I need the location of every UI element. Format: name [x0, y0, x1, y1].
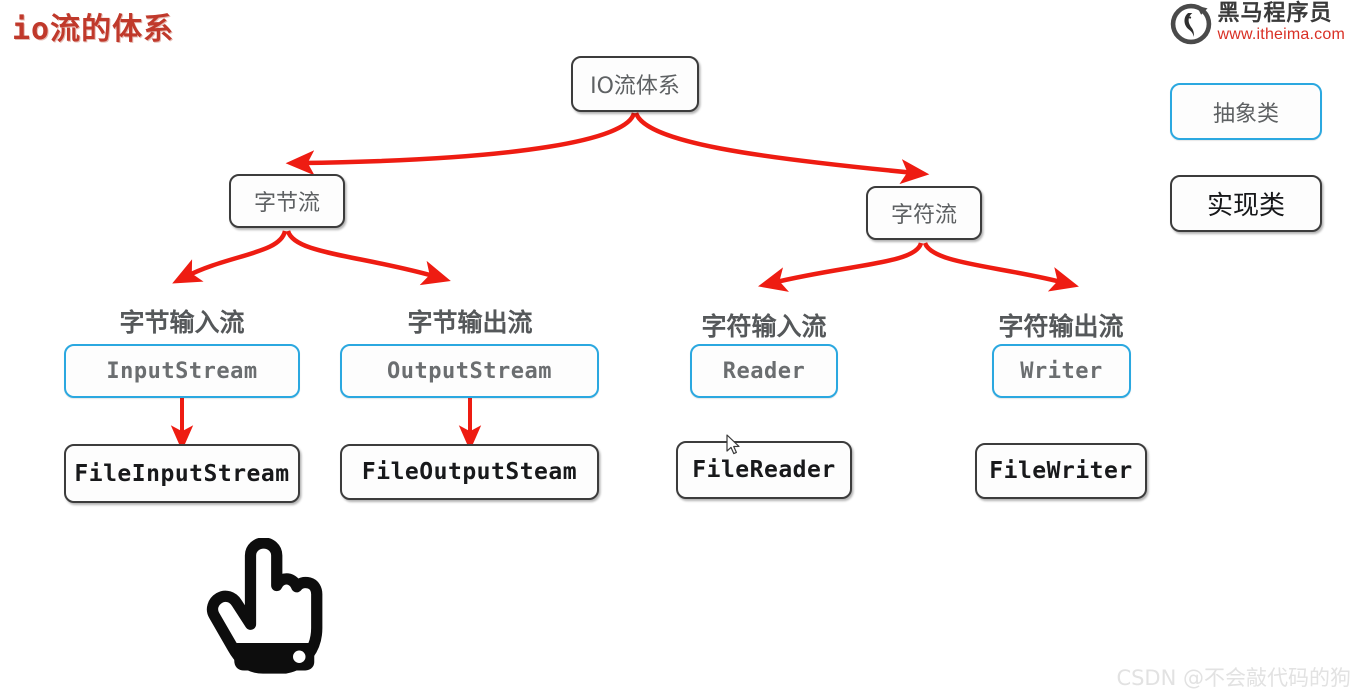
node-root-io-system[interactable]: IO流体系: [571, 56, 699, 112]
logo-brand-text: 黑马程序员: [1217, 0, 1333, 25]
node-writer-label: Writer: [1020, 358, 1103, 384]
node-filereader-label: FileReader: [692, 457, 836, 483]
node-fileoutputsteam[interactable]: FileOutputSteam: [340, 444, 599, 500]
arrow-char-to-char-output: [922, 241, 1079, 292]
arrow-root-to-byte-stream: [285, 112, 637, 176]
legend-concrete-label: 实现类: [1206, 191, 1285, 221]
legend-abstract-label: 抽象类: [1212, 101, 1279, 127]
arrow-char-to-char-input: [758, 242, 924, 292]
caption-byte-output-stream: 字节输出流: [407, 308, 533, 337]
arrow-byte-to-byte-output: [285, 230, 451, 286]
node-filewriter-label: FileWriter: [989, 458, 1133, 484]
node-reader-label: Reader: [722, 358, 806, 384]
legend-abstract-class[interactable]: 抽象类: [1170, 83, 1322, 140]
node-inputstream-label: InputStream: [106, 358, 258, 384]
node-char-stream-label: 字符流: [890, 203, 957, 228]
node-inputstream[interactable]: InputStream: [64, 344, 300, 398]
page-title: io流的体系: [12, 12, 175, 47]
caption-char-output-stream: 字符输出流: [998, 312, 1124, 341]
horse-head-circle-logo-icon: [1170, 3, 1211, 45]
arrow-byte-to-byte-input: [172, 230, 288, 284]
node-char-stream[interactable]: 字符流: [866, 186, 982, 240]
csdn-watermark: CSDN @不会敲代码的狗: [1116, 666, 1351, 690]
caption-byte-input-stream: 字节输入流: [119, 308, 245, 337]
node-byte-stream-label: 字节流: [253, 191, 320, 216]
caption-char-input-stream: 字符输入流: [701, 312, 827, 341]
node-fileoutputsteam-label: FileOutputSteam: [361, 459, 578, 485]
node-filereader[interactable]: FileReader: [676, 441, 852, 499]
legend-concrete-class[interactable]: 实现类: [1170, 175, 1322, 232]
node-fileinputstream-label: FileInputStream: [74, 460, 290, 487]
node-filewriter[interactable]: FileWriter: [975, 443, 1147, 499]
node-outputstream[interactable]: OutputStream: [340, 344, 599, 398]
node-outputstream-label: OutputStream: [387, 358, 552, 384]
brand-logo: 黑马程序员 www.itheima.com: [1168, 1, 1345, 47]
node-byte-stream[interactable]: 字节流: [229, 174, 345, 228]
node-reader[interactable]: Reader: [690, 344, 838, 398]
arrow-root-to-char-stream: [633, 112, 930, 185]
logo-url-text: www.itheima.com: [1217, 26, 1345, 43]
node-writer[interactable]: Writer: [992, 344, 1131, 398]
node-fileinputstream[interactable]: FileInputStream: [64, 444, 300, 503]
node-root-label: IO流体系: [590, 74, 680, 99]
pointing-hand-cursor-icon: [206, 538, 323, 674]
arrow-pointer-cursor-icon: [726, 434, 740, 455]
